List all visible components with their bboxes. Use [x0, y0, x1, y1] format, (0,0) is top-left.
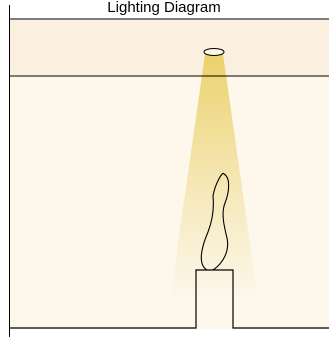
diagram-title: Lighting Diagram [107, 0, 220, 16]
display-pedestal [9, 269, 329, 329]
sculpture-outline [200, 172, 230, 271]
light-beam [170, 54, 258, 300]
ceiling-panel [9, 19, 329, 76]
downlight-fixture [203, 48, 225, 56]
